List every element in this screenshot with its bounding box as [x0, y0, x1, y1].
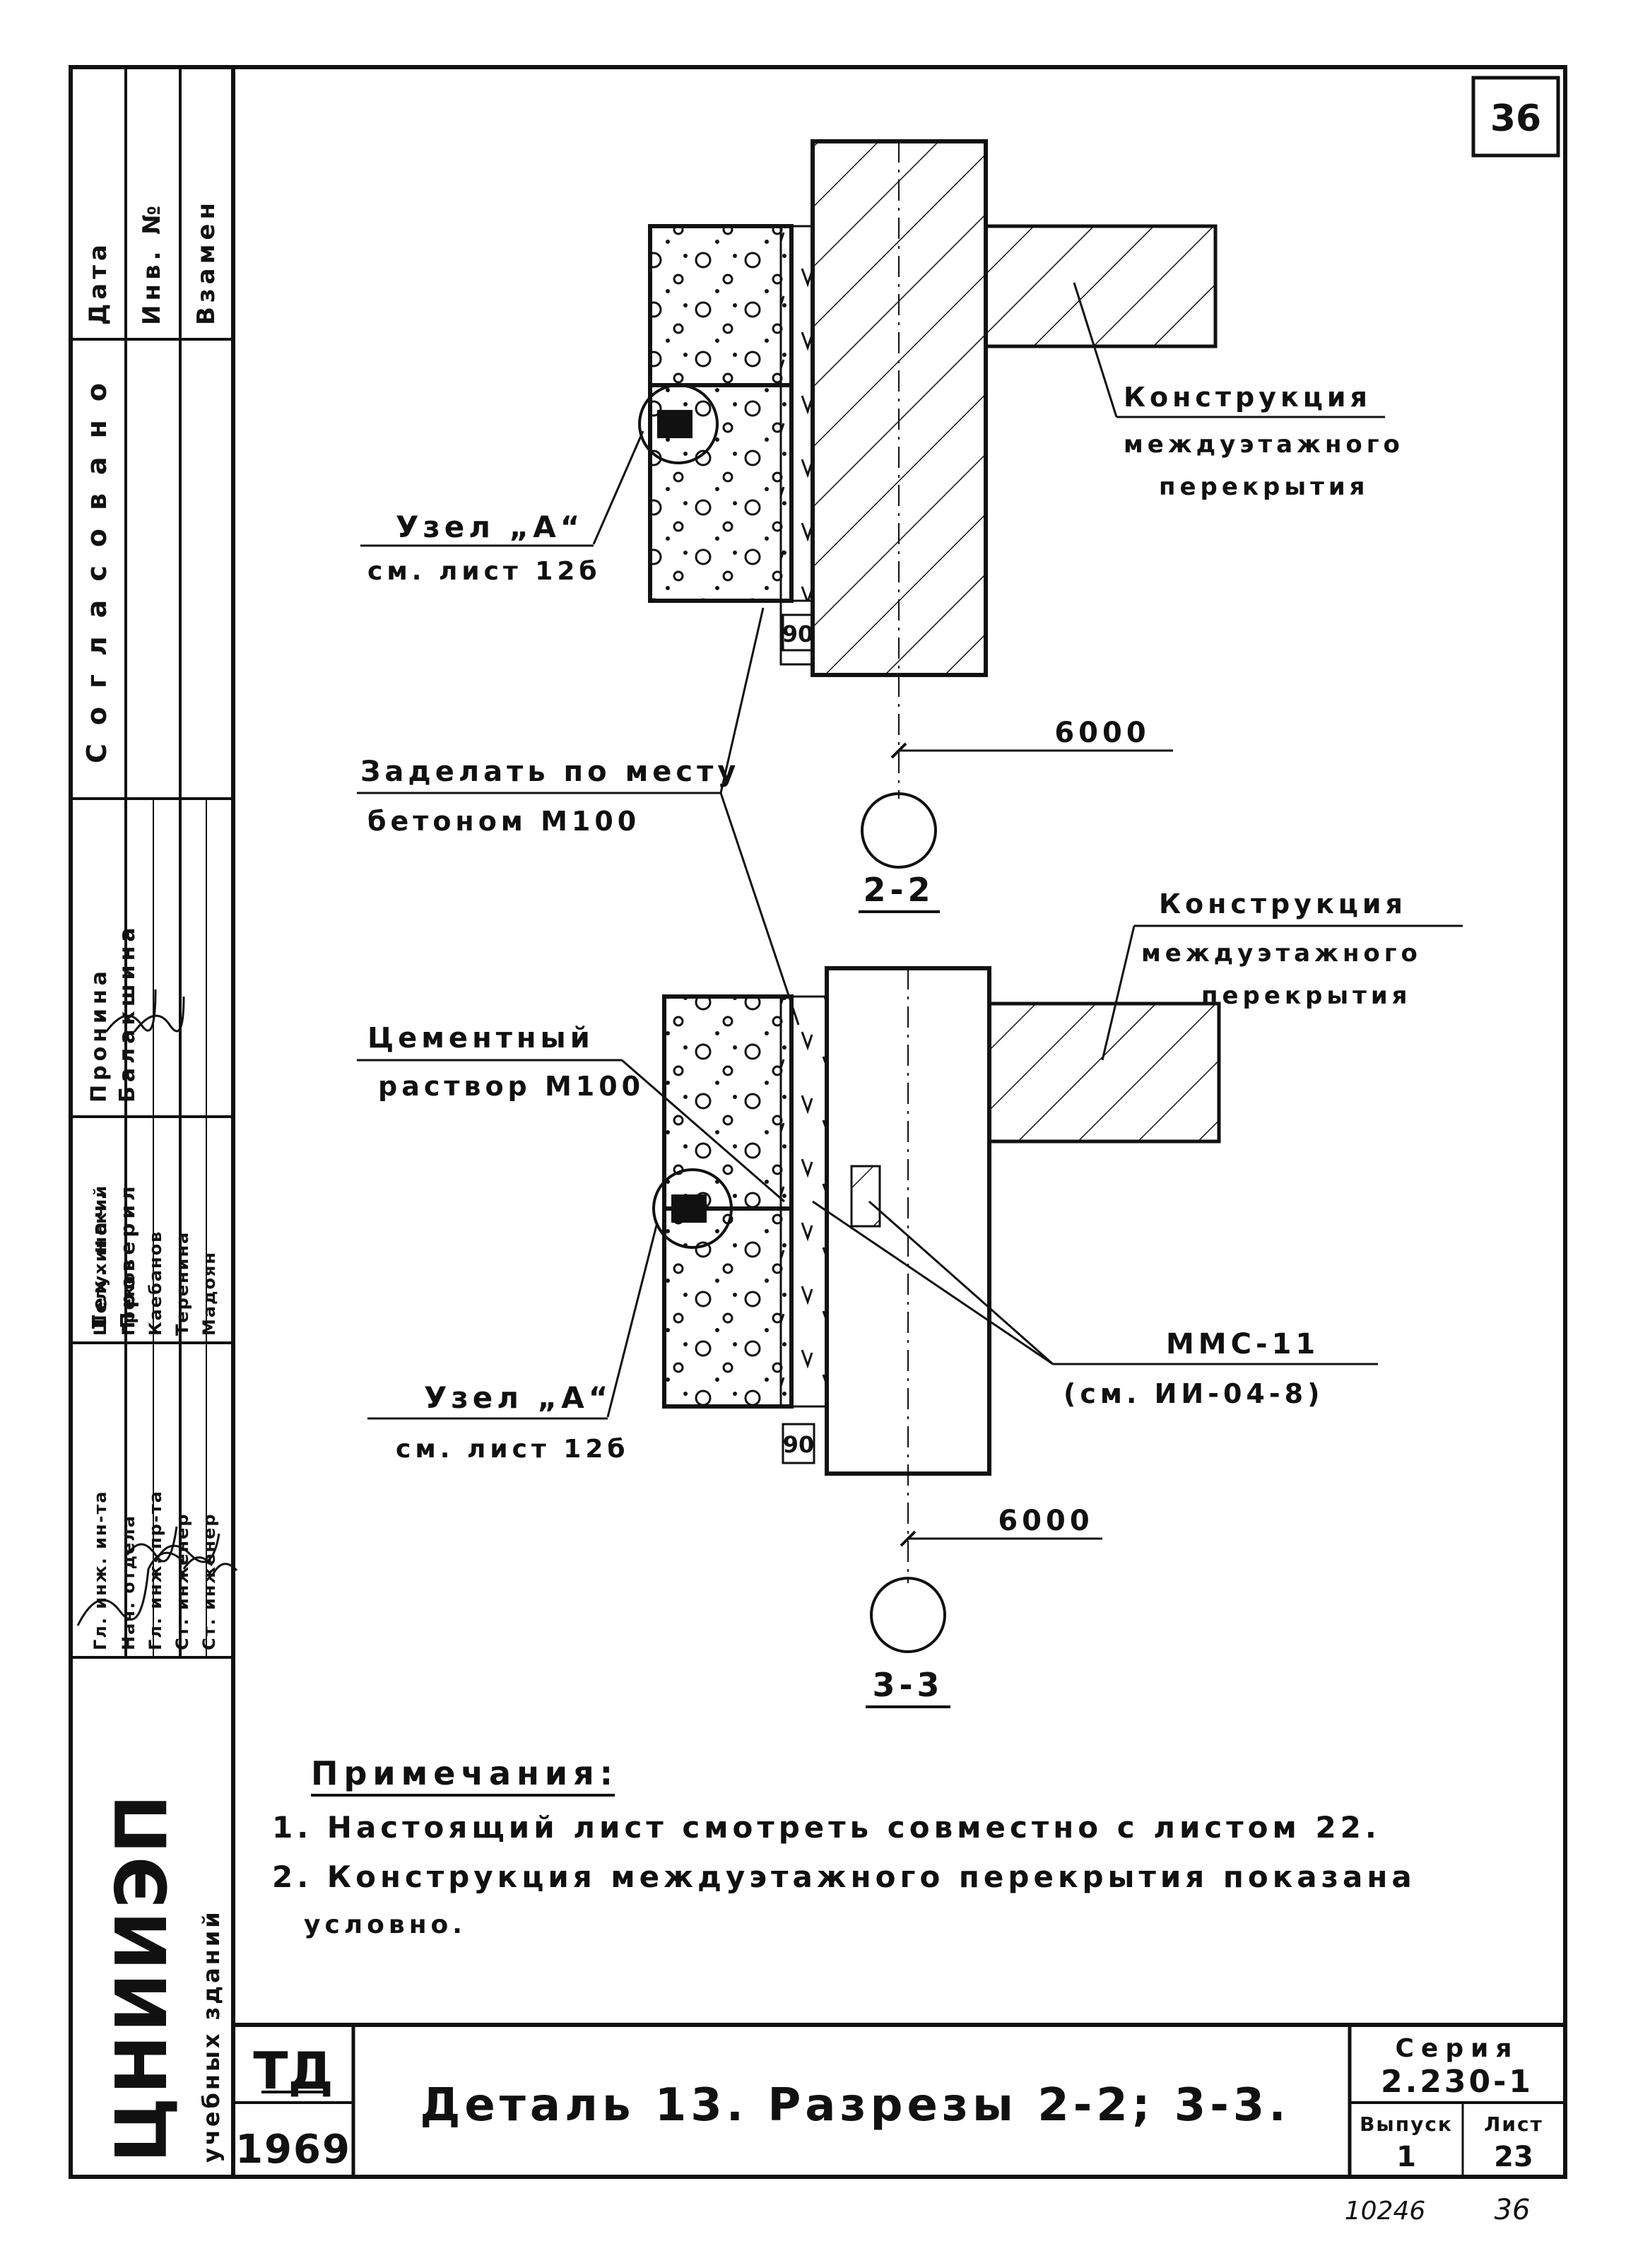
svg-text:1: 1: [1396, 2141, 1416, 2173]
svg-text:условно.: условно.: [304, 1910, 466, 1939]
svg-text:Взамен: Взамен: [192, 199, 220, 325]
svg-text:Шелухинский: Шелухинский: [90, 1185, 110, 1336]
fill-note: Заделать по месту бетоном М100: [357, 607, 800, 1026]
signatures: [76, 989, 238, 1626]
svg-text:междуэтажного: междуэтажного: [1141, 939, 1422, 968]
sheet-number-box: [1471, 76, 1560, 158]
left-strip: Дата Инв. № Взамен Согласовано Пронина Б…: [81, 199, 225, 2163]
svg-text:(см. ИИ-04-8): (см. ИИ-04-8): [1063, 1378, 1324, 1409]
svg-text:2. Конструкция междуэтажного п: 2. Конструкция междуэтажного перекрытия …: [272, 1859, 1416, 1894]
svg-text:Теренина: Теренина: [172, 1231, 192, 1336]
svg-text:ЦНИИЭП: ЦНИИЭП: [100, 1792, 183, 2163]
svg-text:перекрытия: перекрытия: [1201, 982, 1411, 1010]
svg-text:учебных зданий: учебных зданий: [198, 1909, 225, 2163]
svg-text:Балакшина: Балакшина: [115, 923, 140, 1103]
svg-text:Выпуск: Выпуск: [1360, 2113, 1453, 2136]
svg-text:Дата: Дата: [84, 240, 112, 325]
svg-text:Греков: Греков: [119, 1259, 139, 1336]
footer: 10246 36: [1345, 2194, 1531, 2226]
svg-text:перекрытия: перекрытия: [1159, 473, 1369, 501]
svg-text:Деталь 13. Разрезы 2-2; 3-3.: Деталь 13. Разрезы 2-2; 3-3.: [420, 2079, 1290, 2132]
svg-text:Примечания:: Примечания:: [311, 1754, 618, 1792]
svg-text:90: 90: [783, 1431, 815, 1458]
svg-text:Гл. инж. ин-та: Гл. инж. ин-та: [90, 1490, 110, 1650]
svg-text:1. Настоящий лист смотреть сов: 1. Настоящий лист смотреть совместно с л…: [272, 1810, 1381, 1845]
svg-text:Узел „А“: Узел „А“: [396, 510, 584, 544]
sheet-number: 36: [1490, 98, 1541, 140]
svg-text:Ст. инженер: Ст. инженер: [199, 1512, 219, 1650]
section-2-2: 6000 90 Конструкция междуэтажного перекр…: [360, 139, 1404, 913]
svg-text:Заделать по месту: Заделать по месту: [360, 756, 740, 788]
section-3-3: 90 6000 Конструкция междуэтажного перекр…: [357, 888, 1463, 1708]
svg-text:Конструкция: Конструкция: [1124, 382, 1372, 413]
svg-text:Каебанов: Каебанов: [146, 1230, 165, 1336]
sheet-frame: [69, 65, 1567, 2179]
svg-text:36: 36: [1495, 2194, 1531, 2226]
notes: Примечания: 1. Настоящий лист смотреть с…: [272, 1754, 1416, 1939]
svg-text:3-3: 3-3: [872, 1666, 943, 1704]
svg-text:10246: 10246: [1345, 2197, 1426, 2226]
svg-text:Узел „А“: Узел „А“: [424, 1380, 612, 1415]
svg-text:6000: 6000: [998, 1505, 1093, 1537]
svg-text:2-2: 2-2: [863, 871, 934, 909]
svg-text:Согласовано: Согласовано: [81, 365, 112, 763]
svg-text:Проверил: Проверил: [116, 1182, 139, 1329]
svg-text:Серия: Серия: [1396, 2034, 1519, 2063]
svg-text:междуэтажного: междуэтажного: [1124, 430, 1404, 459]
svg-text:бетоном М100: бетоном М100: [367, 806, 640, 837]
svg-text:Мадоян: Мадоян: [199, 1251, 219, 1336]
svg-text:2.230-1: 2.230-1: [1381, 2064, 1533, 2100]
svg-text:Лист: Лист: [1484, 2113, 1543, 2136]
svg-text:раствор М100: раствор М100: [378, 1071, 644, 1102]
svg-text:Цементный: Цементный: [367, 1022, 594, 1054]
svg-text:1969: 1969: [235, 2127, 351, 2173]
svg-text:6000: 6000: [1054, 717, 1150, 749]
svg-text:Пронина: Пронина: [87, 967, 112, 1103]
svg-text:Конструкция: Конструкция: [1159, 888, 1407, 919]
svg-text:Тех. нач.: Тех. нач.: [88, 1188, 111, 1329]
svg-text:Нач. отдела: Нач. отдела: [119, 1515, 139, 1650]
svg-text:см. лист 12б: см. лист 12б: [367, 557, 601, 586]
svg-text:ММС-11: ММС-11: [1166, 1328, 1319, 1361]
title-block: ТД 1969 Деталь 13. Разрезы 2-2; 3-3. Сер…: [233, 2023, 1565, 2177]
svg-text:90: 90: [782, 621, 814, 647]
svg-text:Инв. №: Инв. №: [138, 201, 166, 325]
svg-text:23: 23: [1494, 2141, 1533, 2173]
svg-text:см. лист 12б: см. лист 12б: [396, 1435, 630, 1464]
